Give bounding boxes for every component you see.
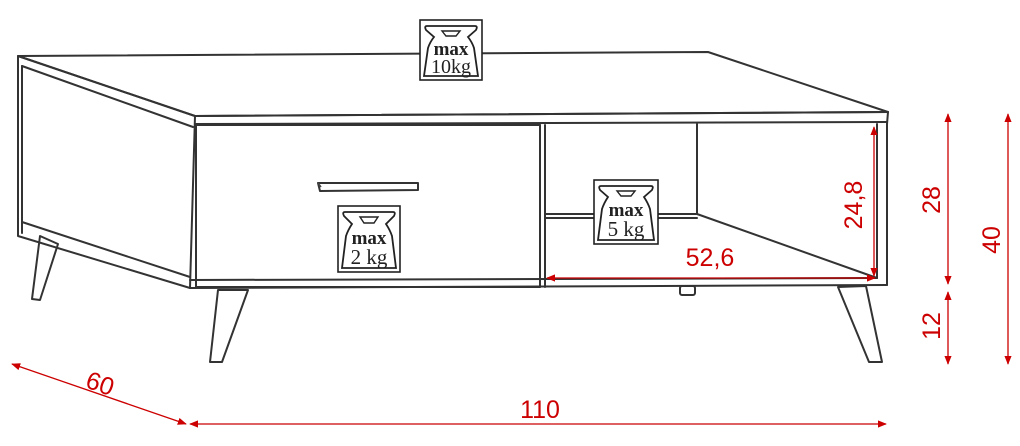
weight-limit-drawer: max 2 kg [337, 205, 401, 273]
dimension-leg-height: 12 [918, 312, 946, 340]
weight-icon [596, 185, 656, 241]
dimensions: 60 110 52,6 24,8 28 12 40 [11, 113, 1012, 428]
shelf-weight-label: max [609, 200, 644, 221]
leg-front-right [837, 285, 883, 363]
dimension-line-depth [11, 363, 187, 425]
bottom-foot [679, 285, 696, 296]
top-weight-label: max [434, 39, 469, 60]
dimension-body-height: 28 [918, 186, 946, 214]
leg-back-left [31, 235, 59, 301]
dimension-total-height: 40 [978, 226, 1006, 254]
dimension-width: 110 [520, 396, 560, 424]
dimension-shelf-width: 52,6 [686, 244, 735, 272]
drawer-weight-value: 2 kg [351, 245, 388, 269]
weight-limit-shelf: max 5 kg [593, 179, 659, 245]
leg-front-left [209, 289, 249, 363]
weight-icon [340, 211, 398, 269]
top-weight-value: 10kg [431, 56, 471, 78]
weight-icon [422, 25, 480, 77]
drawer-weight-label: max [352, 228, 387, 249]
left-side-panel [17, 55, 196, 289]
weight-limit-top: max 10kg [419, 19, 483, 81]
drawer-handle [317, 182, 419, 192]
dimension-shelf-height: 24,8 [840, 181, 868, 230]
dimension-depth: 60 [82, 366, 117, 402]
shelf-weight-value: 5 kg [608, 217, 645, 241]
table-drawing [17, 51, 889, 363]
